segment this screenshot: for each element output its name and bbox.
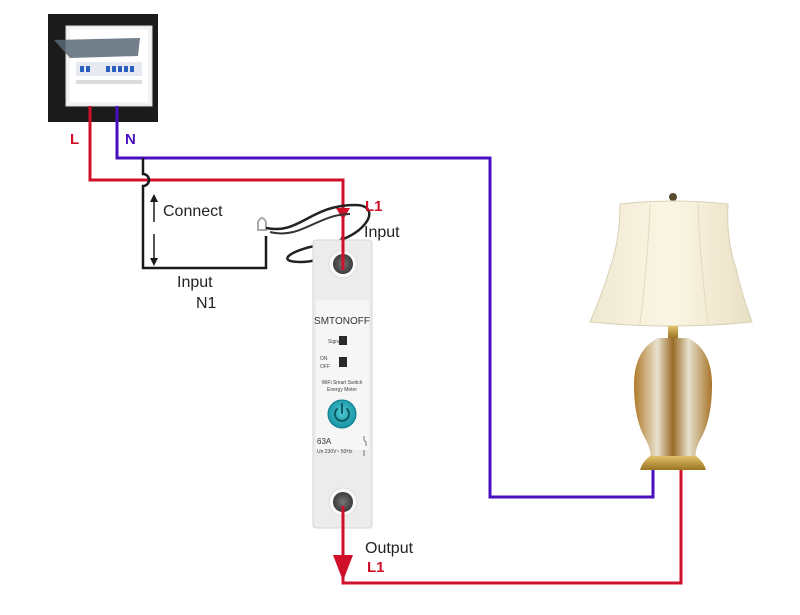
device-desc-line2: Energy Meter bbox=[327, 387, 357, 393]
off-label: OFF bbox=[320, 364, 330, 370]
device-brand: SMTONOFF bbox=[314, 316, 370, 327]
signal-label: Signal bbox=[328, 339, 342, 345]
output-l1-label: L1 bbox=[367, 559, 385, 576]
breaker-row bbox=[76, 62, 142, 84]
n1-label: N1 bbox=[196, 295, 217, 312]
output-arrow-icon bbox=[333, 555, 353, 581]
panel-cover bbox=[54, 38, 140, 58]
live-wire-output bbox=[341, 470, 683, 585]
neutral-label: N bbox=[125, 131, 136, 148]
table-lamp bbox=[589, 193, 753, 470]
power-icon bbox=[334, 403, 350, 422]
lamp-neck bbox=[668, 326, 678, 338]
smart-switch-device: SMTONOFF Signal ON OFF WiFi Smart Switch… bbox=[312, 222, 373, 530]
lamp-shade bbox=[589, 200, 753, 327]
on-label: ON bbox=[320, 356, 328, 362]
n1-jumper-wire bbox=[141, 158, 268, 270]
lamp-finial bbox=[669, 193, 677, 201]
connect-label: Connect bbox=[163, 203, 223, 220]
switch-symbol-icon bbox=[363, 436, 367, 456]
lamp-base bbox=[640, 456, 706, 470]
device-input-label: Input bbox=[364, 224, 400, 241]
lamp-vase bbox=[634, 338, 712, 458]
spade-connector-icon bbox=[257, 217, 267, 231]
device-rating: 63A bbox=[317, 437, 332, 446]
device-desc-line1: WiFi Smart Switch bbox=[322, 380, 363, 386]
connect-arrow-icon bbox=[150, 194, 158, 266]
live-wire-input bbox=[88, 106, 345, 262]
device-spec: Un 230V~ 50Hz bbox=[317, 449, 353, 455]
power-button[interactable] bbox=[327, 399, 357, 429]
on-off-led bbox=[339, 357, 347, 367]
wires bbox=[88, 106, 683, 585]
output-label: Output bbox=[365, 540, 414, 557]
jumper-input-label: Input bbox=[177, 274, 213, 291]
input-l1-label: L1 bbox=[365, 198, 383, 215]
live-label: L bbox=[70, 131, 79, 148]
distribution-panel bbox=[48, 14, 158, 122]
neutral-wire bbox=[115, 106, 655, 499]
output-terminal-screw bbox=[333, 492, 353, 512]
signal-led bbox=[339, 336, 347, 345]
